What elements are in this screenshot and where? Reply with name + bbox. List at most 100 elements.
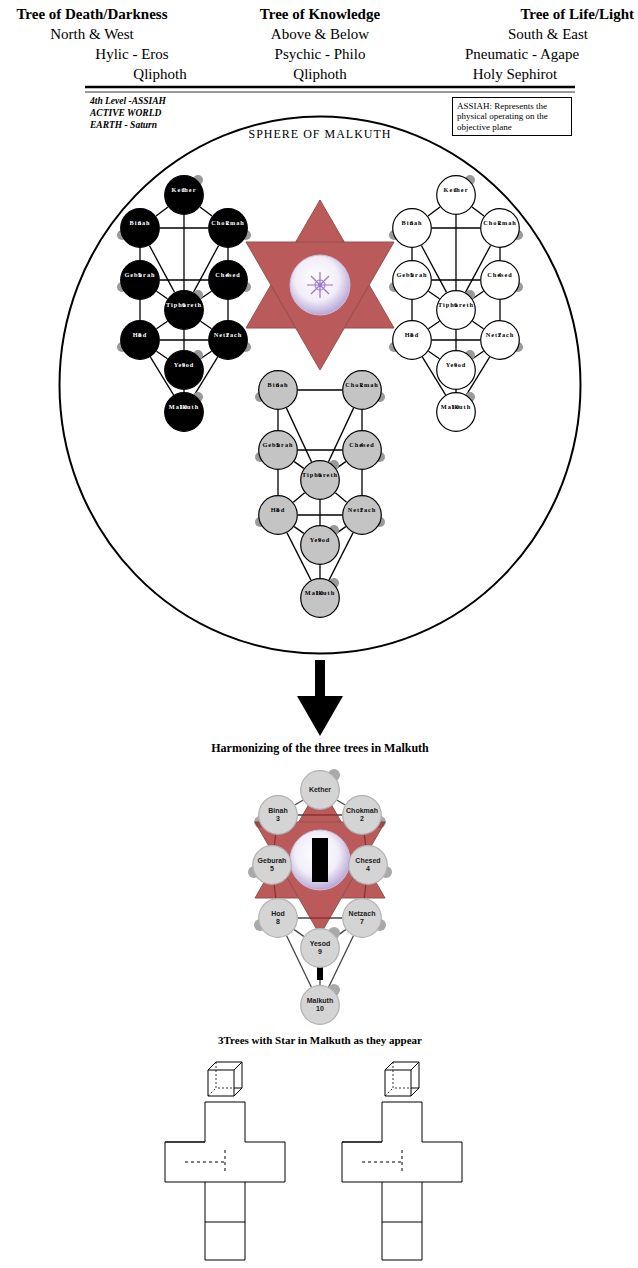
- sephirah-outline: [121, 209, 160, 248]
- tree-path: [298, 449, 342, 450]
- tree-path: [183, 215, 184, 290]
- sephirah-outline: [209, 261, 248, 300]
- sephirah-circle: Malkuth10: [300, 985, 340, 1025]
- level-note: EARTH - Saturn: [90, 120, 157, 131]
- level-note: 4th Level -ASSIAH: [90, 96, 166, 107]
- sephirah-number: 1: [436, 187, 476, 194]
- column-heading: Tree of Death/Darkness: [16, 6, 167, 23]
- sephirah-number: 6: [164, 302, 204, 309]
- tree-path: [432, 339, 480, 340]
- tree-path: [160, 279, 208, 280]
- tree-path: [473, 321, 484, 328]
- sephirah-outline: [120, 320, 160, 360]
- sphere-title: SPHERE OF MALKUTH: [58, 127, 582, 142]
- tree-path: [335, 493, 346, 502]
- sephirah-number: 2: [342, 382, 382, 389]
- sphere-outline: [60, 117, 581, 654]
- tree-path: [499, 248, 500, 260]
- orb: [290, 255, 350, 315]
- sephirah-circle: Hod8: [258, 898, 298, 938]
- sephirah-number: 10: [300, 590, 340, 597]
- level-note: ACTIVE WORLD: [90, 108, 161, 119]
- tree-path: [429, 291, 440, 298]
- tree-path: [157, 291, 168, 298]
- tree-path: [295, 800, 303, 805]
- tree-path: [455, 390, 456, 392]
- tree-path: [298, 514, 342, 515]
- sephirah-number: 9: [164, 362, 204, 369]
- sephirah-outline: [259, 796, 298, 835]
- tree-path: [157, 351, 168, 358]
- tree-path: [139, 248, 140, 260]
- sephirah-number: 10: [316, 1005, 324, 1013]
- sephirah-number: 1: [164, 187, 204, 194]
- sephirah-outline: [120, 260, 160, 300]
- tree-path: [294, 462, 303, 469]
- header-rule: [85, 87, 575, 92]
- tree-path: [432, 227, 480, 228]
- sephirah-outline: [481, 321, 520, 360]
- column-heading: Hylic - Eros: [95, 46, 168, 63]
- sephirah-number: 2: [360, 815, 364, 823]
- sephirah-outline: [437, 176, 476, 215]
- tree-path: [160, 339, 208, 340]
- sephirah-number: 7: [360, 918, 364, 926]
- sephirah-outline: [258, 370, 298, 410]
- sephirah-circle: Yesod9: [436, 350, 476, 390]
- sephirah-circle: Netzach7: [342, 495, 382, 535]
- tree-path: [411, 248, 412, 260]
- sephirah-circle: Yesod9: [300, 525, 340, 565]
- tree-path: [411, 300, 412, 320]
- sephirah-outline: [300, 578, 340, 618]
- section-label: Harmonizing of the three trees in Malkut…: [211, 742, 429, 756]
- sephirah-outline: [300, 460, 340, 500]
- column-heading: South & East: [508, 26, 588, 43]
- orb: [290, 830, 350, 890]
- sephirah-circle: Binah3: [120, 208, 160, 248]
- sephirah-number: 5: [258, 442, 298, 449]
- tree-path: [277, 470, 278, 495]
- tree-paths: [140, 207, 500, 987]
- sephirah-outline: [481, 209, 520, 248]
- sephirah-outline: [165, 176, 204, 215]
- path-dots: [117, 175, 523, 996]
- tree-path: [200, 207, 212, 216]
- sephirah-number: 8: [276, 918, 280, 926]
- sephirah-number: 5: [392, 272, 432, 279]
- sephirah-circle: Binah3: [258, 795, 298, 835]
- sephirah-outline: [342, 430, 382, 470]
- sephirah-number: 2: [208, 220, 248, 227]
- sephirah-circle: Hod8: [120, 320, 160, 360]
- tree-path: [337, 800, 345, 805]
- sephirah-number: 8: [258, 507, 298, 514]
- sephirah-outline: [165, 393, 204, 432]
- sephirah-circle: Malkuth10: [300, 578, 340, 618]
- tree-path: [429, 351, 440, 358]
- sephirah-number: 7: [342, 507, 382, 514]
- sephirah-circle: Chesed4: [342, 430, 382, 470]
- sephirah-circle: Hod8: [258, 495, 298, 535]
- sephirah-circle: Chokmah2: [342, 370, 382, 410]
- sephirah-circle: Yesod9: [300, 928, 340, 968]
- sephirah-outline: [480, 260, 520, 300]
- sephirah-number: 3: [258, 382, 298, 389]
- sephirah-outline: [480, 208, 520, 248]
- sephirah-circle: Netzach7: [208, 320, 248, 360]
- tree-path: [227, 248, 228, 260]
- tree-path: [298, 389, 342, 390]
- sephirah-outline: [164, 392, 204, 432]
- sephirah-outline: [208, 260, 248, 300]
- sephirah-circle: Chokmah2: [342, 795, 382, 835]
- sephirah-outline: [121, 321, 160, 360]
- hexagram-star: [246, 200, 394, 370]
- sephirah-circle: Geburah5: [120, 260, 160, 300]
- sephirah-outline: [481, 261, 520, 300]
- sephirah-circle: Tiphareth6: [164, 290, 204, 330]
- sephirah-outline: [164, 175, 204, 215]
- sephirah-circle: Netzach7: [480, 320, 520, 360]
- sephirah-outline: [208, 320, 248, 360]
- sephirah-outline: [392, 208, 432, 248]
- sephirah-circle: Geburah5: [392, 260, 432, 300]
- column-heading: Tree of Knowledge: [260, 6, 380, 23]
